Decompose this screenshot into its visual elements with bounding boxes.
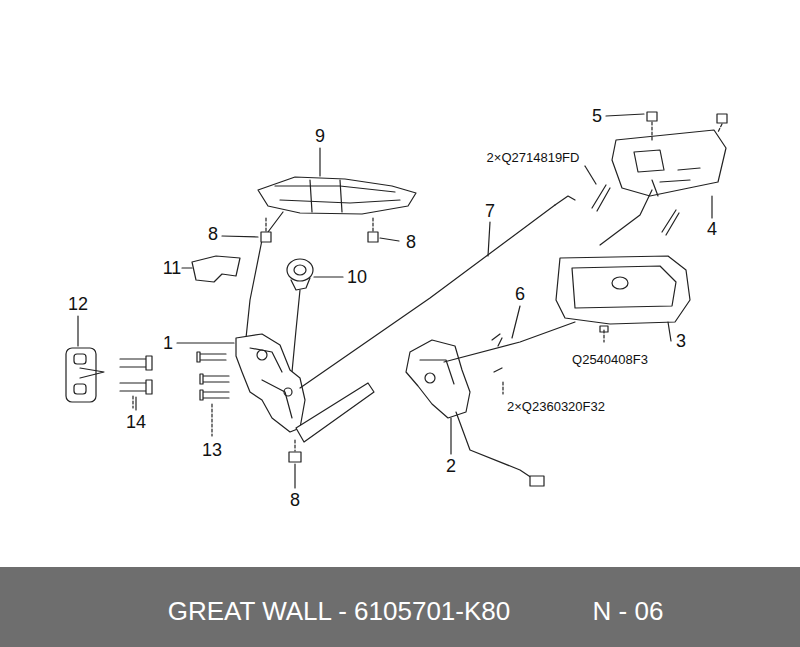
part-code: 2×Q2714819FD	[487, 151, 580, 164]
callout-number: 1	[163, 334, 173, 352]
callout-number: 8	[406, 233, 416, 251]
part-code: Q2540408F3	[572, 353, 648, 366]
callout-number: 2	[446, 457, 456, 475]
callout-number: 9	[315, 127, 325, 145]
callout-number: 4	[707, 220, 717, 238]
callout-number: 11	[163, 259, 182, 277]
callout-number: 10	[347, 268, 367, 286]
callout-number: 8	[208, 225, 218, 243]
footer-text: N - 06	[593, 598, 664, 624]
part-code: 2×Q2360320F32	[507, 400, 605, 413]
callout-number: 8	[290, 491, 300, 509]
callout-number: 5	[592, 107, 602, 125]
callout-number: 3	[676, 332, 686, 350]
callout-number: 7	[485, 202, 495, 220]
callout-number: 13	[202, 441, 222, 459]
callout-number: 14	[126, 413, 146, 431]
callout-number: 6	[515, 285, 525, 303]
callout-number: 12	[68, 295, 88, 313]
footer-caption: GREAT WALL - 6105701-K80	[168, 598, 511, 624]
